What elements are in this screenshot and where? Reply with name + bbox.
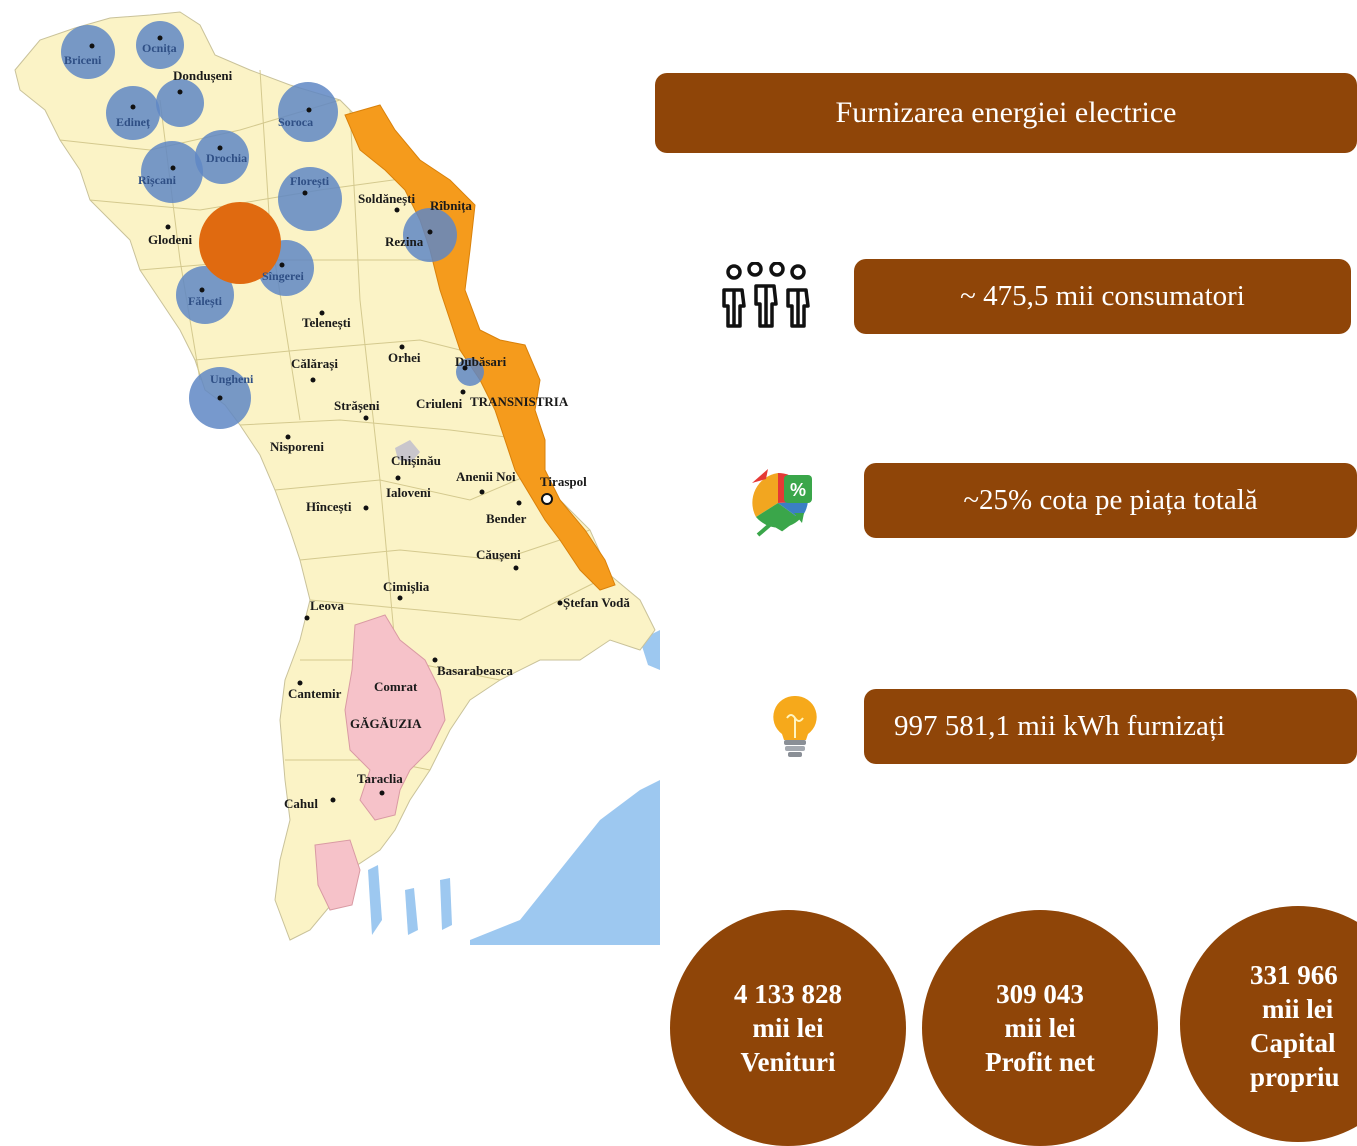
stat-profit: 309 043 mii lei Profit net bbox=[922, 910, 1158, 1146]
people-icon bbox=[722, 262, 810, 328]
title-banner: Furnizarea energiei electrice bbox=[655, 73, 1357, 153]
map-label-leova: Leova bbox=[310, 598, 344, 613]
map-label-orhei: Orhei bbox=[388, 350, 421, 365]
circle-falesti bbox=[176, 266, 234, 324]
map-label-calarasi: Călărași bbox=[291, 356, 338, 372]
map-label-criuleni: Criuleni bbox=[416, 396, 463, 411]
metric-energy-text: 997 581,1 mii kWh furnizați bbox=[894, 710, 1226, 742]
map-label-singerei: Sîngerei bbox=[262, 269, 304, 283]
circle-ocnita bbox=[136, 21, 184, 69]
stat-revenue-unit: mii lei bbox=[752, 1013, 824, 1043]
stat-equity-label: Capital bbox=[1250, 1028, 1336, 1058]
map-label-briceni: Briceni bbox=[64, 53, 102, 67]
stat-revenue-label: Venituri bbox=[740, 1047, 836, 1077]
map-label-ocnita: Ocnița bbox=[142, 41, 177, 56]
map-label-stefan-voda: Ștefan Vodă bbox=[563, 595, 630, 611]
stat-revenue: 4 133 828 mii lei Venituri bbox=[670, 910, 906, 1146]
map-label-bender: Bender bbox=[486, 511, 527, 526]
map-label-chisinau: Chișinău bbox=[391, 453, 441, 469]
sea-water bbox=[470, 780, 660, 945]
lake-water-3 bbox=[440, 878, 452, 930]
map-label-basarabeasca: Basarabeasca bbox=[437, 663, 513, 678]
map-label-comrat: Comrat bbox=[374, 679, 418, 694]
chisinau-area bbox=[395, 440, 420, 462]
stat-profit-unit: mii lei bbox=[1004, 1013, 1076, 1043]
map-label-cimislia: Cimișlia bbox=[383, 579, 430, 595]
lake-water-2 bbox=[405, 888, 418, 935]
metric-consumers-text: ~ 475,5 mii consumatori bbox=[960, 280, 1245, 312]
stat-equity-label-2: propriu bbox=[1250, 1062, 1340, 1092]
circle-floresti bbox=[278, 167, 342, 231]
percent-chart-icon: % bbox=[752, 469, 812, 537]
map-label-cantemir: Cantemir bbox=[288, 686, 342, 701]
map-label-straseni: Strășeni bbox=[334, 398, 380, 414]
map-label-tiraspol: Tiraspol bbox=[540, 474, 587, 489]
gagauzia-region bbox=[344, 614, 446, 821]
stat-equity-value: 331 966 bbox=[1250, 960, 1338, 990]
circle-edinet bbox=[106, 86, 160, 140]
lake-water-1 bbox=[368, 865, 382, 935]
map-label-ungheni: Ungheni bbox=[210, 372, 254, 386]
map-label-soroca: Soroca bbox=[278, 115, 313, 129]
circle-glodeni-highlight bbox=[199, 202, 281, 284]
circle-briceni bbox=[61, 25, 115, 79]
map-label-ribnita: Rîbnița bbox=[430, 198, 472, 214]
circle-riscani bbox=[141, 141, 203, 203]
stat-profit-value: 309 043 bbox=[996, 979, 1084, 1009]
map-label-hincesti: Hîncești bbox=[306, 499, 352, 515]
stat-revenue-value: 4 133 828 bbox=[734, 979, 842, 1009]
gagauzia-south bbox=[314, 839, 361, 911]
map-label-causeni: Căușeni bbox=[476, 547, 521, 563]
map-label-dubasari: Dubăsari bbox=[455, 354, 507, 369]
map-label-rezina: Rezina bbox=[385, 234, 424, 249]
map-label-telenesti: Telenești bbox=[302, 315, 351, 331]
stat-profit-label: Profit net bbox=[985, 1047, 1095, 1077]
stat-equity: 331 966 mii lei Capital propriu bbox=[1180, 906, 1357, 1142]
map-label-anenii-noi: Anenii Noi bbox=[456, 469, 516, 484]
map-label-donduseni: Dondușeni bbox=[173, 68, 233, 84]
stat-equity-unit: mii lei bbox=[1262, 994, 1334, 1024]
metric-market-share-text: ~25% cota pe piața totală bbox=[963, 484, 1258, 516]
map-label-floresti: Florești bbox=[290, 174, 330, 189]
map-label-soldanesti: Soldănești bbox=[358, 191, 415, 207]
map-label-falesti: Fălești bbox=[188, 294, 223, 309]
circle-drochia bbox=[195, 130, 249, 184]
map-label-cahul: Cahul bbox=[284, 796, 318, 811]
metric-energy: 997 581,1 mii kWh furnizați bbox=[864, 689, 1357, 764]
map-label-ialoveni: Ialoveni bbox=[386, 485, 431, 500]
metric-consumers: ~ 475,5 mii consumatori bbox=[854, 259, 1351, 334]
transnistria-region bbox=[344, 104, 616, 591]
map-label-gagauzia: GĂGĂUZIA bbox=[350, 716, 422, 731]
tiraspol-marker bbox=[541, 493, 553, 505]
lightbulb-icon bbox=[773, 695, 817, 757]
map-label-taraclia: Taraclia bbox=[357, 771, 403, 786]
svg-text:%: % bbox=[790, 480, 806, 500]
map-label-nisporeni: Nisporeni bbox=[270, 439, 324, 454]
map-label-drochia: Drochia bbox=[206, 151, 247, 165]
map-label-transnistria: TRANSNISTRIA bbox=[470, 394, 569, 409]
banner-title: Furnizarea energiei electrice bbox=[835, 96, 1177, 129]
circle-dubasari bbox=[456, 358, 484, 386]
metric-market-share: ~25% cota pe piața totală bbox=[864, 463, 1357, 538]
map-label-riscani: Rîșcani bbox=[138, 173, 177, 188]
circle-donduseni bbox=[156, 79, 204, 127]
map-label-edinet: Edineț bbox=[116, 115, 150, 130]
circle-rezina bbox=[403, 208, 457, 262]
map-label-glodeni: Glodeni bbox=[148, 232, 192, 247]
